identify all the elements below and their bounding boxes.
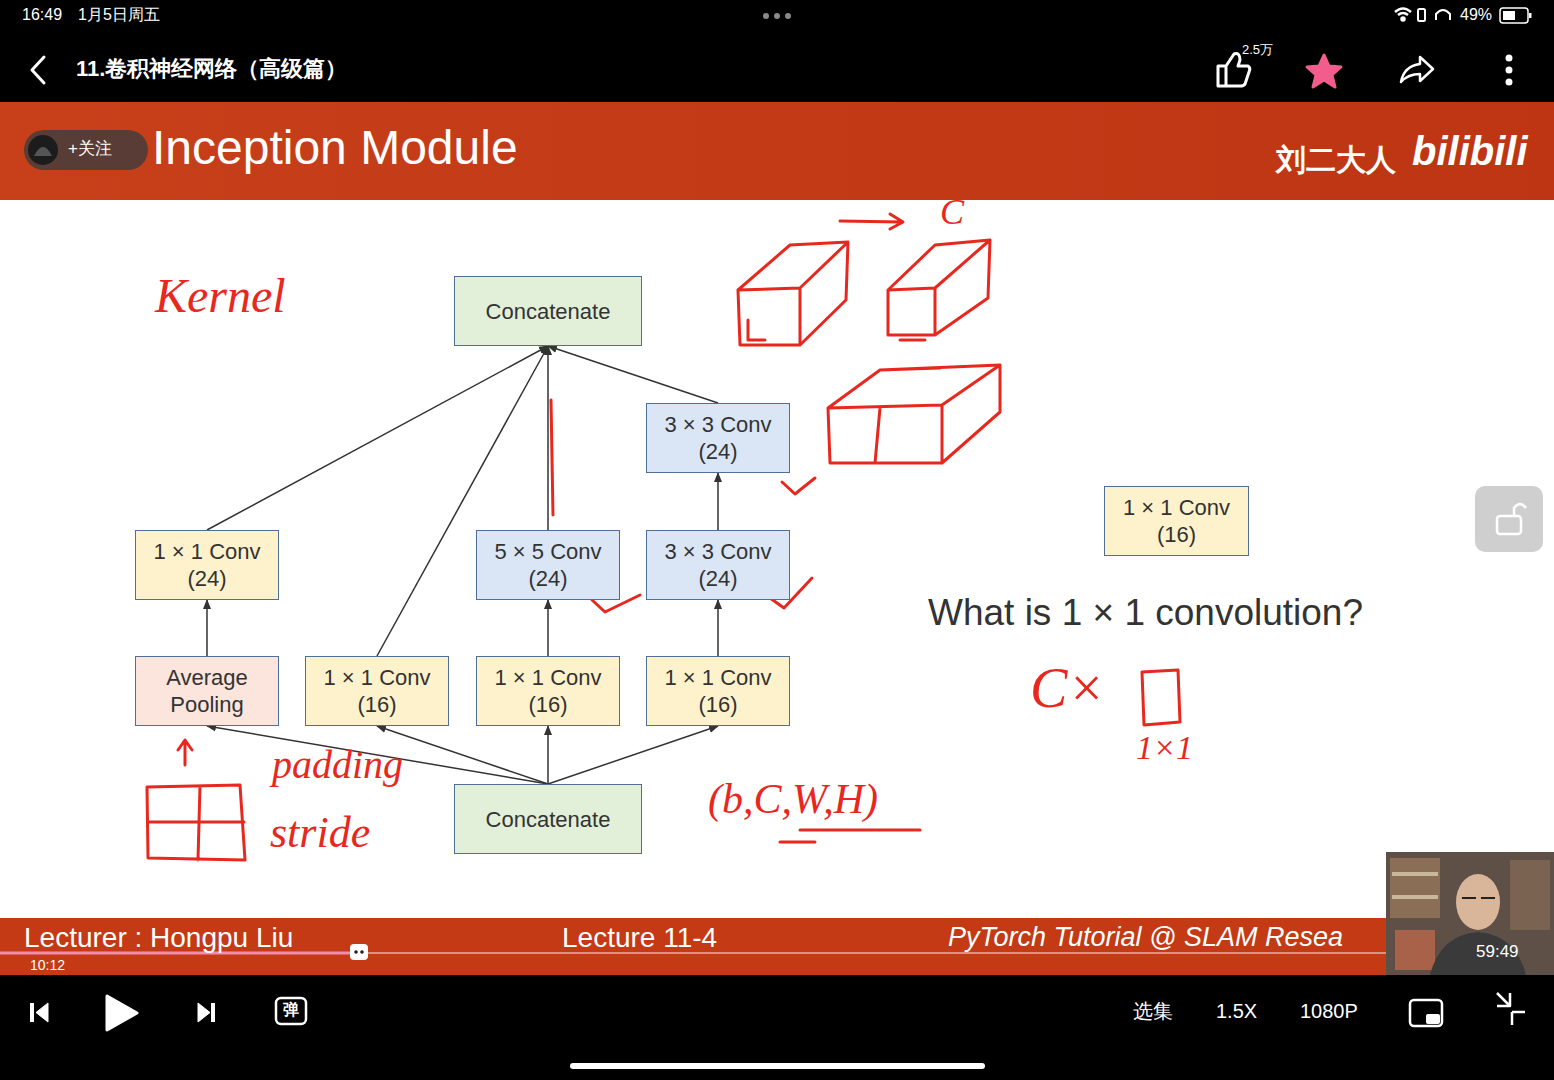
box-label: 1 × 1 Conv (1123, 494, 1230, 521)
box-label: 1 × 1 Conv (153, 538, 260, 565)
pooling-box: Average Pooling (135, 656, 279, 726)
speed-button: 1.5X (1216, 1000, 1257, 1023)
player-controls (30, 993, 1525, 1030)
like-count: 2.5万 (1242, 43, 1273, 58)
conv-box: 3 × 3 Conv(24) (646, 530, 790, 600)
app-bar-icons (32, 54, 1511, 87)
flow-arrow (717, 600, 719, 656)
conv-box: 3 × 3 Conv(24) (646, 403, 790, 473)
battery-level: 49% (1460, 6, 1492, 24)
box-label: 1 × 1 Conv (323, 664, 430, 691)
handwritten-note: padding (272, 742, 403, 788)
flow-arrow (717, 473, 719, 530)
home-indicator (570, 1063, 985, 1069)
follow-pill (24, 130, 148, 170)
conv-box: 5 × 5 Conv(24) (476, 530, 620, 600)
box-label: 1 × 1 Conv (494, 664, 601, 691)
box-label: 3 × 3 Conv (664, 538, 771, 565)
box-label: 5 × 5 Conv (494, 538, 601, 565)
handwritten-note: 1×1 (1136, 728, 1193, 767)
box-label: Average Pooling (144, 664, 270, 718)
channel-count: (16) (528, 691, 567, 718)
flow-arrow (377, 346, 548, 656)
danmaku-icon: 弹 (283, 1001, 299, 1019)
conv-box: 1 × 1 Conv(16) (646, 656, 790, 726)
box-label: Concatenate (486, 806, 611, 833)
playback-time: 10:12 (30, 957, 65, 973)
footer-text: Lecturer : Hongpu Liu (24, 922, 293, 954)
channel-count: (16) (1157, 521, 1196, 548)
site-watermark: bilibili (1412, 128, 1528, 174)
slide-footer (0, 918, 1554, 975)
webcam-view (1386, 852, 1554, 975)
author-watermark: 刘二大人 (1276, 143, 1396, 178)
slide-body (0, 200, 1554, 918)
slide-title: Inception Module (152, 120, 518, 175)
channel-count: (16) (698, 691, 737, 718)
footer-text: Lecture 11-4 (562, 922, 717, 954)
flow-arrow (547, 600, 549, 656)
box-label: 3 × 3 Conv (664, 411, 771, 438)
lock-button (1475, 486, 1543, 552)
handwritten-note: C× (1030, 656, 1105, 720)
video-duration: 59:49 (1476, 942, 1519, 962)
channel-count: (24) (187, 565, 226, 592)
handwritten-note: (b,C,W,H) (708, 775, 878, 823)
flow-arrow (548, 346, 718, 403)
concat-box: Concatenate (454, 276, 642, 346)
episode-button: 选集 (1133, 1000, 1173, 1023)
handwritten-note: C (940, 192, 964, 233)
conv-box: 1 × 1 Conv(16) (305, 656, 449, 726)
red-annotations (147, 214, 1180, 860)
flow-arrow (547, 726, 549, 784)
concat-box: Concatenate (454, 784, 642, 854)
conv-box: 1 × 1 Conv(16) (476, 656, 620, 726)
flow-arrow (206, 600, 208, 656)
quality-button: 1080P (1300, 1000, 1358, 1023)
slide-question: What is 1 × 1 convolution? (928, 592, 1363, 635)
channel-count: (24) (528, 565, 567, 592)
channel-count: (16) (357, 691, 396, 718)
channel-count: (24) (698, 438, 737, 465)
conv-box: 1 × 1 Conv(16) (1104, 486, 1249, 556)
channel-count: (24) (698, 565, 737, 592)
handwritten-note: Kernel (155, 268, 286, 323)
follow-button: +关注 (68, 139, 112, 159)
flow-arrow (548, 726, 718, 784)
more-dots (763, 13, 791, 19)
footer-text: PyTorch Tutorial @ SLAM Resea (948, 922, 1343, 953)
top-bar (0, 0, 1554, 102)
status-date: 1月5日周五 (78, 6, 160, 24)
handwritten-note: stride (270, 808, 370, 859)
box-label: 1 × 1 Conv (664, 664, 771, 691)
box-label: Concatenate (486, 298, 611, 325)
slide-header (0, 102, 1554, 200)
conv-box: 1 × 1 Conv(24) (135, 530, 279, 600)
control-bar (0, 975, 1554, 1080)
status-time: 16:49 (22, 6, 62, 24)
video-title: 11.卷积神经网络（高级篇） (76, 56, 347, 81)
flow-arrow (547, 346, 549, 530)
